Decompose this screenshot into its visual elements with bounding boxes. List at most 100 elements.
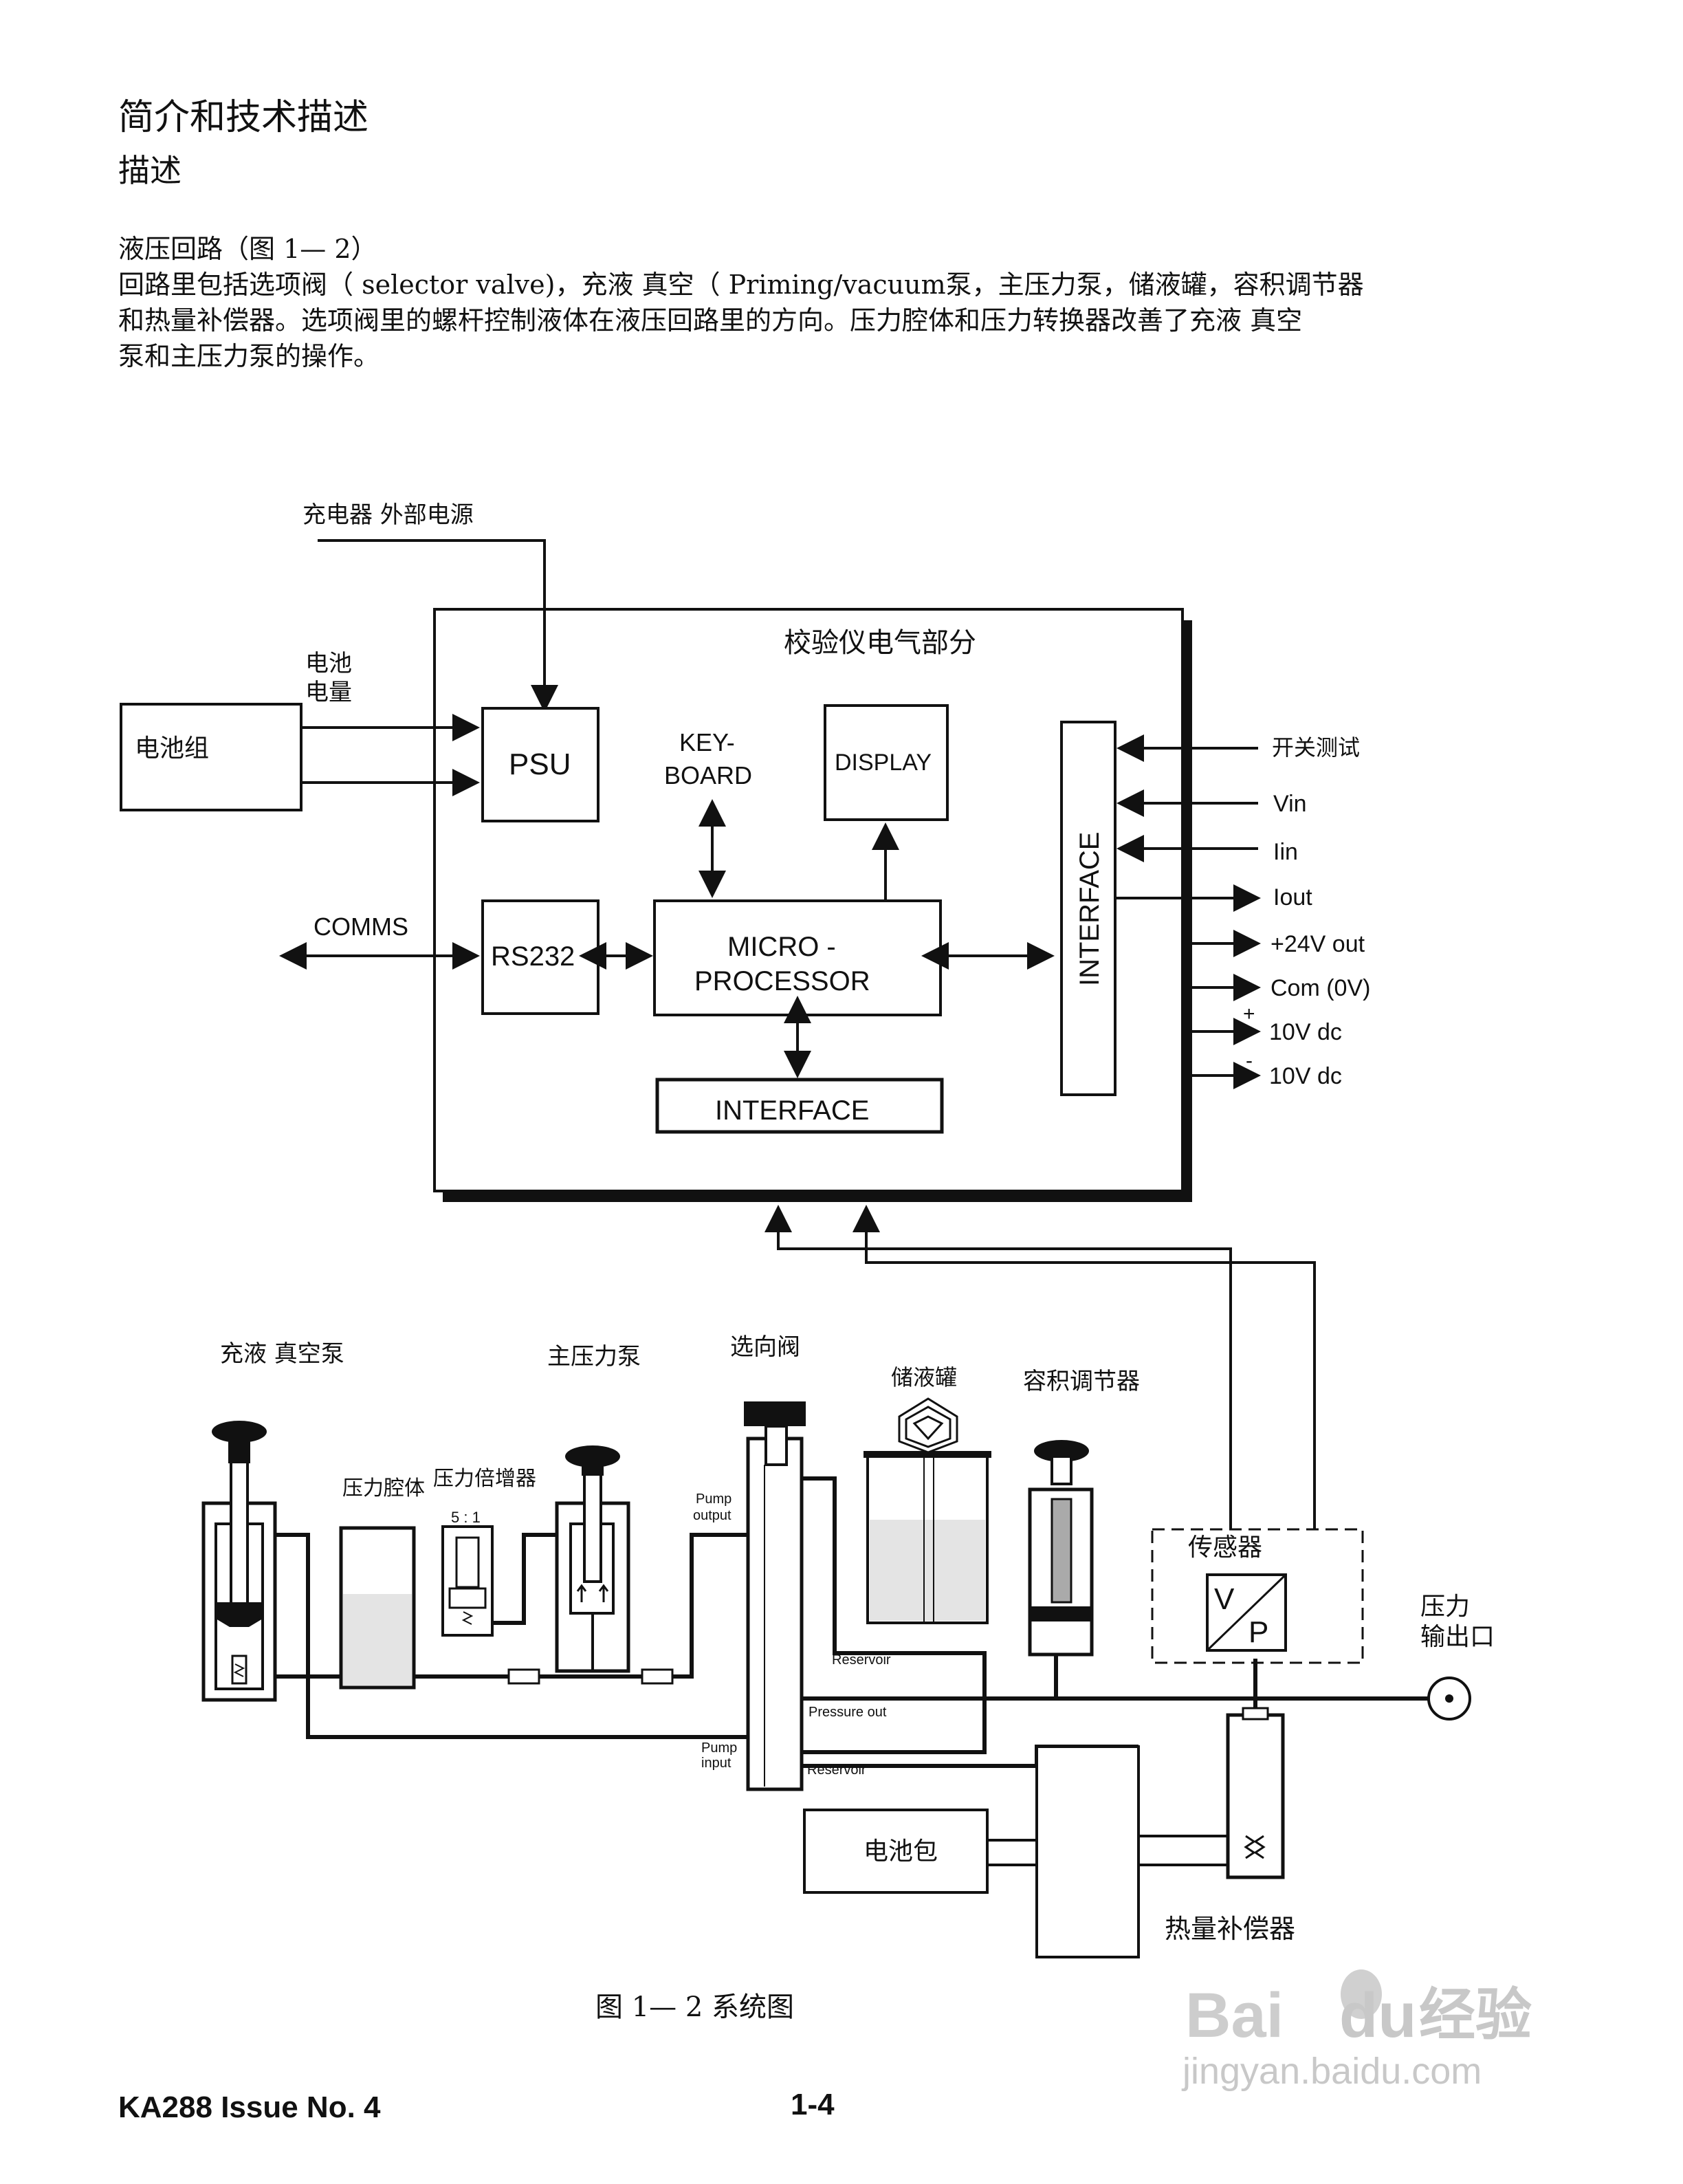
- priming-pump-rod: [230, 1459, 249, 1617]
- priming-pump-piston: [216, 1602, 263, 1627]
- rs232-label: RS232: [491, 941, 575, 972]
- reservoir-fluid: [870, 1520, 985, 1621]
- thermal-comp-top: [1242, 1707, 1269, 1721]
- thermal-comp-coil: [1244, 1835, 1266, 1859]
- charger-line: [318, 539, 558, 712]
- priming-pump-spring: [233, 1663, 245, 1677]
- vp-diagonal: [1207, 1575, 1286, 1650]
- volume-adjuster-label: 容积调节器: [1023, 1368, 1140, 1395]
- sensor-box: [1151, 1528, 1364, 1664]
- watermark-brand-cn: 经验: [1419, 1984, 1532, 2046]
- multiplier-inner: [455, 1536, 480, 1588]
- priming-pump-knob-neck: [228, 1437, 250, 1463]
- io-iout-label: Iout: [1273, 884, 1312, 910]
- check-valve-1: [507, 1668, 540, 1685]
- pressure-port-label-2: 输出口: [1420, 1623, 1495, 1651]
- io-minus-sign: -: [1246, 1049, 1253, 1072]
- battery-level-label-2: 电量: [305, 679, 352, 706]
- battery-pack-box: [120, 703, 302, 811]
- pump-input-label-2: input: [701, 1756, 732, 1771]
- selector-valve-stem: [764, 1425, 788, 1466]
- psu-box: [481, 707, 600, 822]
- paragraph-line-3: 泵和主压力泵的操作。: [118, 341, 380, 371]
- pump-output-label-2: output: [693, 1508, 732, 1523]
- pressure-chamber-fluid: [343, 1594, 412, 1685]
- paragraph-line-1: 回路里包括选项阀（ selector valve)，充液 真空（ Priming…: [118, 270, 1364, 300]
- main-pump-valves: [576, 1584, 609, 1602]
- volume-adjuster-screw: [1050, 1498, 1072, 1604]
- footer-doc-id: KA288 Issue No. 4: [118, 2090, 381, 2124]
- interface-bottom-label: INTERFACE: [715, 1095, 869, 1126]
- sensor-signal-line-2: [852, 1205, 1316, 1529]
- priming-pump-knob: [212, 1421, 267, 1443]
- io-10v-neg-label: 10V dc: [1269, 1063, 1342, 1089]
- battery-pack-2-box: [803, 1809, 989, 1894]
- vp-v: V: [1214, 1582, 1235, 1616]
- keyboard-label-2: BOARD: [664, 761, 752, 789]
- paragraph-heading: 液压回路（图 1— 2）: [118, 234, 377, 264]
- main-pump-rod: [583, 1467, 602, 1583]
- comms-label: COMMS: [314, 913, 408, 941]
- io-iin-label: Iin: [1273, 839, 1298, 865]
- io-switch-label: 开关测试: [1272, 734, 1360, 761]
- figure-caption: 图 1— 2 系统图: [595, 1991, 794, 2023]
- psu-label: PSU: [509, 747, 571, 781]
- battery-pack-label: 电池组: [135, 734, 209, 763]
- volume-adjuster-knob: [1034, 1440, 1089, 1462]
- baidu-watermark: Bai du 经验 jingyan.baidu.com: [1181, 1969, 1532, 2092]
- selector-valve-knob: [744, 1401, 806, 1426]
- io-10v-pos-label: 10V dc: [1269, 1019, 1342, 1045]
- sensor-label: 传感器: [1188, 1533, 1262, 1562]
- vp-p: P: [1248, 1615, 1268, 1649]
- electrical-title: 校验仪电气部分: [784, 627, 976, 659]
- multiplier-spring: [461, 1611, 474, 1625]
- keyboard-label-1: KEY-: [679, 728, 735, 756]
- main-pump-knob: [565, 1445, 620, 1467]
- pressure-port-center: [1445, 1694, 1453, 1703]
- selector-valve-label: 选向阀: [730, 1333, 800, 1361]
- interface-bottom-box: [655, 1078, 944, 1134]
- volume-adjuster-piston: [1030, 1606, 1092, 1621]
- interface-right-label: INTERFACE: [1075, 832, 1105, 986]
- paragraph: 液压回路（图 1— 2） 回路里包括选项阀（ selector valve)，充…: [118, 231, 1562, 374]
- display-label: DISPLAY: [835, 750, 932, 776]
- multiplier-piston: [448, 1587, 487, 1609]
- display-box: [824, 704, 949, 821]
- io-vin-label: Vin: [1273, 791, 1307, 817]
- pressure-chamber-label: 压力腔体: [342, 1476, 425, 1500]
- io-plus-sign: +: [1243, 1003, 1255, 1025]
- main-pump-label: 主压力泵: [547, 1343, 641, 1371]
- interface-right-box: [1060, 721, 1116, 1096]
- pump-output-label-1: Pump: [696, 1492, 732, 1507]
- sensor-signal-line-1: [764, 1205, 1232, 1529]
- micro-label-2: PROCESSOR: [694, 966, 870, 996]
- battery-level-label-1: 电池: [305, 650, 352, 677]
- thermal-comp-label: 热量补偿器: [1165, 1914, 1295, 1944]
- pump-input-label-1: Pump: [701, 1740, 737, 1756]
- selector-valve-body: [746, 1437, 804, 1791]
- priming-pump-label: 充液 真空泵: [220, 1340, 344, 1368]
- pressure-port-label-1: 压力: [1420, 1593, 1470, 1621]
- pressure-multiplier-label: 压力倍增器: [433, 1467, 536, 1491]
- main-pump-knob-neck: [582, 1461, 604, 1476]
- paw-icon: [1341, 1969, 1382, 2019]
- io-24v-label: +24V out: [1270, 931, 1365, 957]
- multiplier-ratio: 5 : 1: [451, 1509, 481, 1526]
- reservoir-cap: [898, 1397, 958, 1454]
- micro-label-1: MICRO -: [727, 932, 836, 962]
- check-valve-2: [641, 1668, 674, 1685]
- thermal-comp-body: [1226, 1713, 1285, 1879]
- page-title: 简介和技术描述: [118, 97, 369, 138]
- watermark-url: jingyan.baidu.com: [1181, 2051, 1482, 2092]
- paragraph-line-2: 和热量补偿器。选项阀里的螺杆控制液体在液压回路里的方向。压力腔体和压力转换器改善…: [118, 305, 1303, 336]
- io-com-label: Com (0V): [1270, 975, 1370, 1001]
- reservoir-port-top: Reservoir: [832, 1652, 891, 1668]
- charger-label: 充电器 外部电源: [302, 501, 474, 529]
- controller-box: [1035, 1745, 1140, 1958]
- watermark-brand2: du: [1339, 1980, 1416, 2051]
- pressure-out-label: Pressure out: [808, 1705, 887, 1720]
- reservoir-port-bottom: Reservoir: [807, 1762, 866, 1778]
- footer-page-number: 1-4: [791, 2088, 835, 2121]
- reservoir-lid: [864, 1451, 991, 1458]
